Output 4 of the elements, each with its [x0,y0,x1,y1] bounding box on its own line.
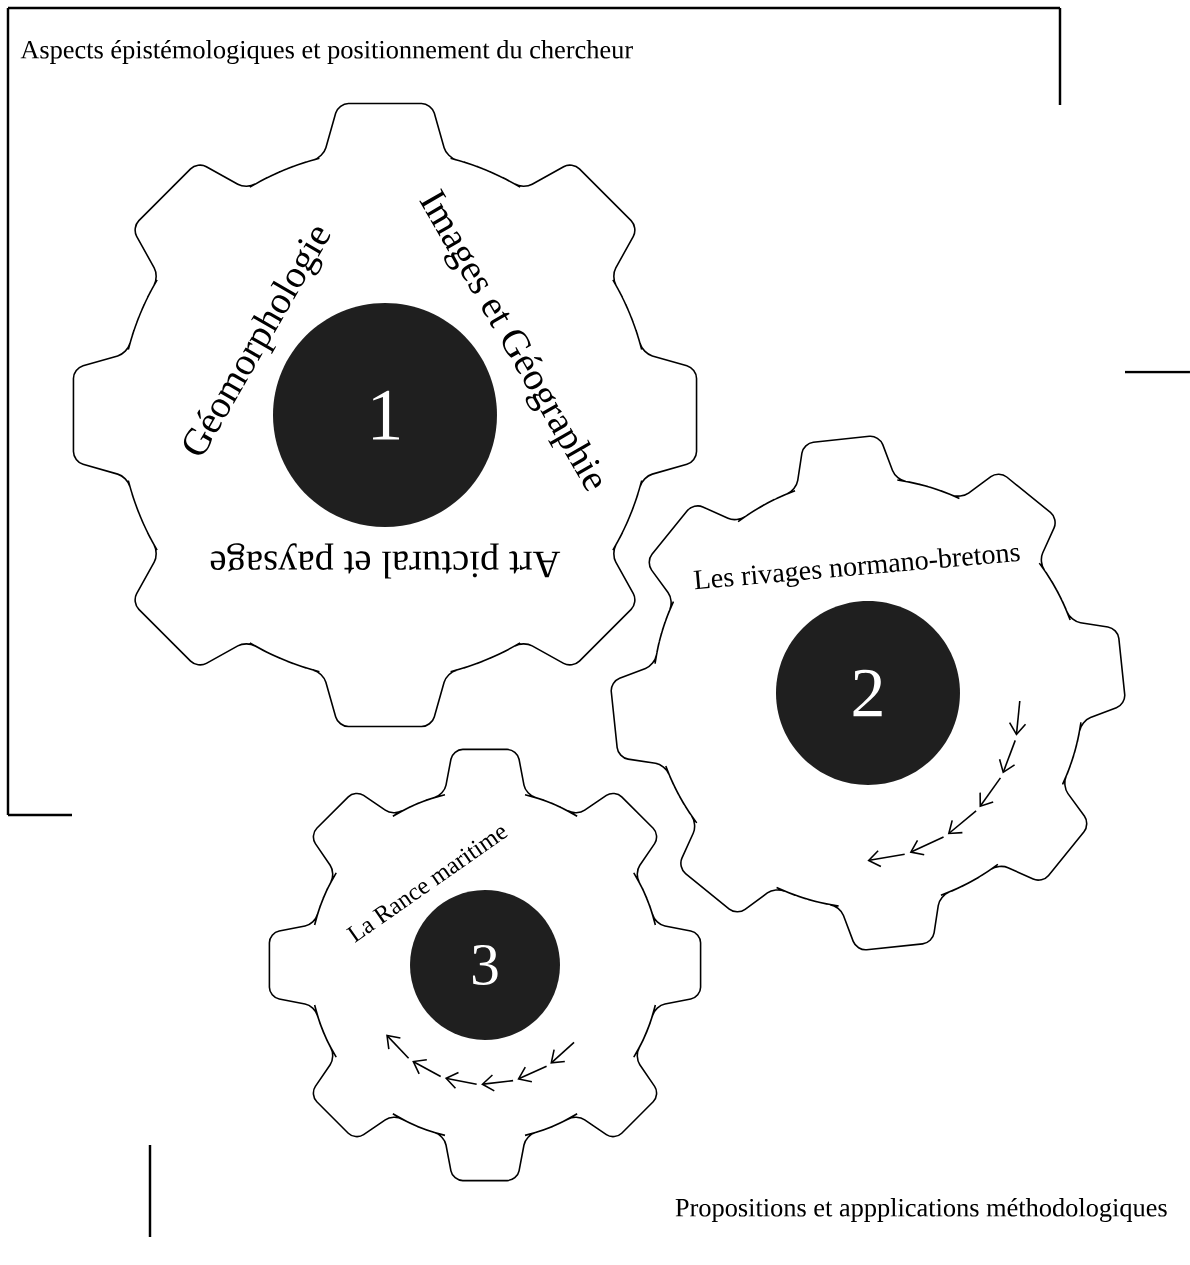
section-heading: Propositions et appplications méthodologiques [675,1198,1167,1222]
section-heading: Aspects épistémologiques et positionnement du chercheur [20,40,633,64]
gear-label: Les rivages normano-bretons [693,548,1020,590]
gear-label: Art pictural et paysage [210,543,561,579]
